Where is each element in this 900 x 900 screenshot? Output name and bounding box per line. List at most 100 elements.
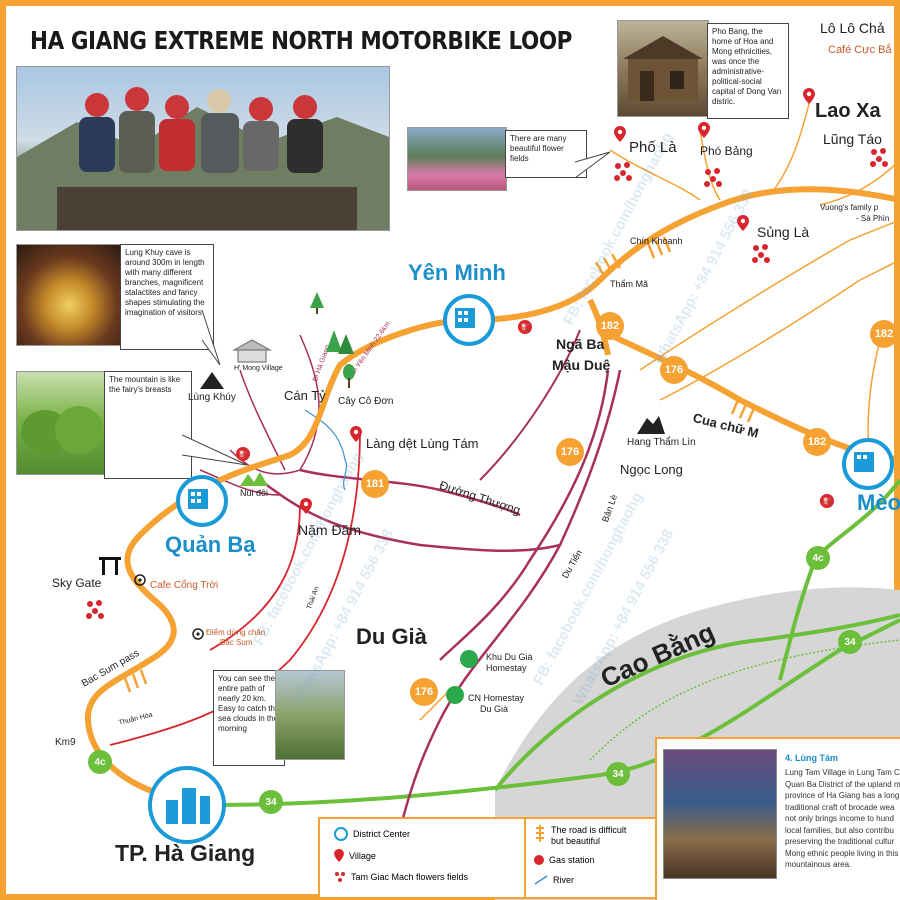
river-legend-icon [534, 875, 548, 885]
pho-la-label: Phố Là [629, 139, 677, 156]
lone-tree-icon [343, 364, 355, 388]
meo-vac-label: Mèo [857, 490, 900, 515]
tham-ma-label: Thẩm Mã [610, 279, 649, 289]
flower-field-icon [704, 168, 722, 187]
du-gia-label: Du Già [356, 624, 427, 649]
legend-gas-station: Gas station [534, 855, 595, 865]
bac-sum-callout: You can see the entire path of nearly 20… [213, 670, 285, 766]
building-icon [188, 489, 208, 509]
flower-fields-photo [407, 127, 507, 191]
diem-dung-label-1: Điểm dừng chân [206, 628, 266, 637]
khu-du-gia-label-1: Khu Du Già [486, 652, 533, 662]
road-shield-4c: 4c [88, 750, 112, 774]
info-heading: 4. Lùng Tám [785, 753, 839, 763]
sky-gate-icon [99, 557, 121, 575]
tree-icon [310, 292, 324, 314]
city-skyline-icon [166, 788, 210, 824]
flower-fields-callout: There are many beautiful flower fields [505, 130, 587, 178]
info-line: Quan Ba District of the upland m [785, 779, 900, 789]
info-line: mountainous area. [785, 860, 852, 869]
road-shield-182: 182 [803, 428, 831, 456]
lo-lo-chai-label: Lô Lô Chả [820, 20, 885, 36]
cafe-cong-troi-label: Cafe Cổng Trời [150, 580, 219, 591]
quan-ba-label: Quản Bạ [165, 532, 256, 557]
sa-phin-label: - Sà Phìn [856, 214, 890, 223]
twin-hills-icon [240, 472, 268, 486]
nga-ba-label: Ngã Ba [556, 336, 605, 352]
road-shield-34: 34 [606, 762, 630, 786]
hang-tham-lin-label: Hang Thẩm Lìn [627, 437, 696, 448]
cafe-location-icon[interactable] [134, 574, 146, 588]
pine-trees-icon [326, 330, 354, 354]
cay-co-don-label: Cây Cô Đơn [338, 396, 394, 407]
flower-field-icon [870, 148, 888, 167]
legend-flowers-label: Tam Giac Mach flowers fields [351, 872, 469, 882]
legend-difficult-road-label-1: The road is difficult [551, 825, 627, 835]
village-legend-icon [334, 849, 344, 862]
district-center-icon[interactable] [842, 438, 894, 490]
lung-tao-label: Lũng Táo [823, 131, 882, 147]
cave-mountain-icon [637, 416, 665, 434]
pho-bang-callout: Pho Bang, the home of Hoa and Mong ethni… [707, 23, 789, 119]
sung-la-label: Sủng Là [757, 224, 810, 240]
mau-due-label: Mậu Duệ [552, 357, 611, 373]
pho-bang-house-illustration [623, 36, 703, 101]
riders-group-photo [16, 66, 390, 231]
building-icon [854, 452, 874, 472]
twin-mountain-illustration [21, 406, 103, 454]
gas-station-icon[interactable]: ⛽ [236, 447, 250, 461]
homestay-icon[interactable] [460, 650, 478, 668]
legend-river-label: River [553, 875, 575, 885]
nam-dam-label: Nặm Đăm [298, 522, 362, 538]
gas-station-icon[interactable]: ⛽ [820, 494, 834, 508]
info-line: traditional craft of brocade wea [785, 802, 895, 812]
bac-sum-pass-photo [275, 670, 345, 760]
yen-minh-label: Yên Minh [408, 260, 506, 285]
weaving-photo [663, 749, 777, 879]
homestay-icon[interactable] [446, 686, 464, 704]
road-shield-182: 182 [596, 312, 624, 340]
village-pin-icon[interactable] [698, 122, 710, 138]
hmong-village-label: H' Mong Village [234, 365, 283, 372]
legend-difficult-road-label-2: but beautiful [551, 836, 601, 846]
diem-dung-label-2: Bắc Sum [220, 638, 253, 647]
cn-homestay-label-2: Du Già [480, 704, 509, 714]
flower-legend-icon [335, 872, 345, 882]
pho-bang-label: Phó Bảng [700, 144, 753, 158]
district-center-icon[interactable] [176, 475, 228, 527]
village-pin-icon[interactable] [803, 88, 815, 104]
twin-mountain-photo [16, 371, 106, 475]
village-pin-icon[interactable] [350, 426, 362, 442]
gas-station-icon[interactable]: ⛽ [518, 320, 532, 334]
road-shield-34: 34 [259, 790, 283, 814]
vuong-family-label: Vuong's family p [820, 203, 879, 212]
road-shield-176: 176 [556, 438, 584, 466]
village-pin-icon[interactable] [737, 215, 749, 231]
legend-district-center: District Center [334, 827, 410, 841]
info-line: preserving the traditional cultur [785, 837, 895, 846]
road-shield-176: 176 [410, 678, 438, 706]
info-line: province of Ha Giang has a long [785, 791, 900, 800]
city-center-icon[interactable] [148, 766, 226, 844]
flower-field-icon [752, 244, 770, 263]
legend-difficult-road: The road is difficult but beautiful [534, 825, 626, 847]
village-pin-icon[interactable] [614, 126, 626, 142]
info-line: Mong ethnic people living in this [785, 848, 899, 858]
khu-du-gia-label-2: Homestay [486, 663, 527, 673]
legend-divider [524, 819, 526, 897]
lung-tam-info-box: 4. Lùng Tám Lung Tam Village in Lung Tam… [655, 737, 900, 900]
pho-bang-photo [617, 20, 709, 117]
road-shield-181: 181 [361, 470, 389, 498]
district-center-icon[interactable] [443, 294, 495, 346]
road-shield-182: 182 [870, 320, 898, 348]
info-line: Lung Tam Village in Lung Tam C [785, 768, 900, 777]
village-pin-icon[interactable] [300, 498, 312, 514]
flower-field-icon [614, 162, 632, 181]
lung-tam-label: Làng dệt Lùng Tám [366, 436, 479, 451]
sky-gate-label: Sky Gate [52, 576, 102, 590]
lung-khuy-label: Lùng Khúy [188, 392, 236, 403]
stop-location-icon[interactable] [192, 628, 204, 642]
legend-difficult-road-text: The road is difficult but beautiful [551, 825, 626, 847]
info-line: local families, but also contribu [785, 825, 894, 835]
